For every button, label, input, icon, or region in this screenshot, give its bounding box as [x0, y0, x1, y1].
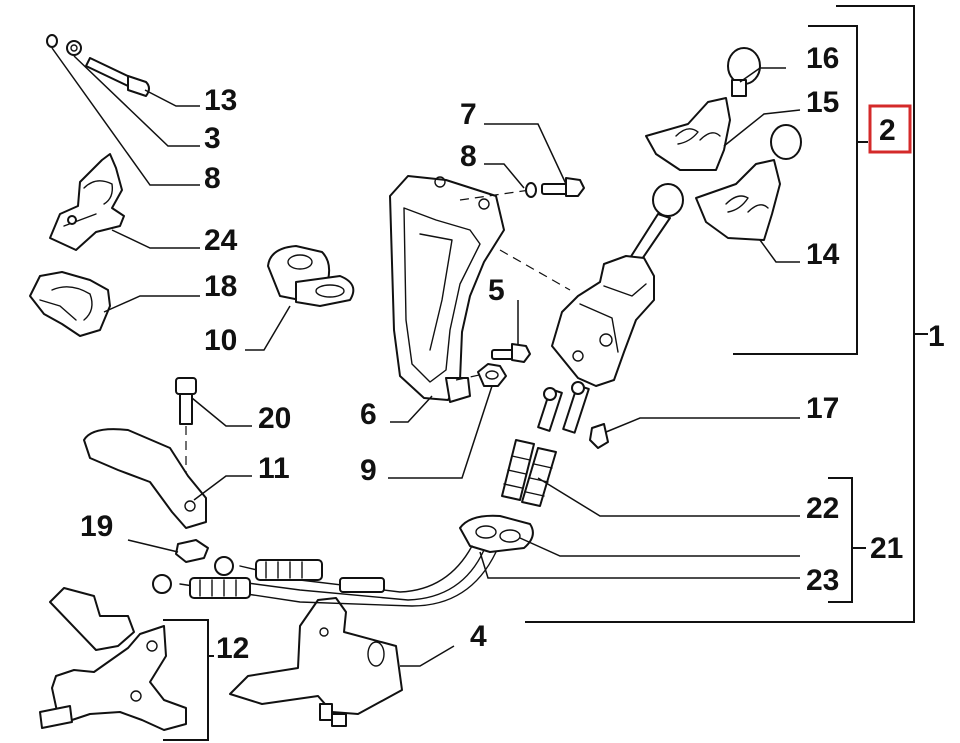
- callout-9: 9: [360, 454, 377, 487]
- callout-1: 1: [928, 320, 945, 353]
- part-5-bolt: [491, 343, 531, 363]
- callout-16: 16: [806, 42, 839, 75]
- part-17-clip: [589, 423, 609, 449]
- part-19-nut: [175, 539, 209, 563]
- callout-21: 21: [870, 532, 903, 565]
- part-14-boot: [695, 124, 802, 241]
- callout-6: 6: [360, 398, 377, 431]
- callout-24: 24: [204, 224, 238, 257]
- part-4-support: [229, 597, 403, 727]
- callout-2[interactable]: 2: [879, 114, 896, 147]
- callout-8a: 8: [460, 140, 477, 173]
- callout-12: 12: [216, 632, 249, 665]
- part-12-shift-bracket: [39, 587, 187, 731]
- callout-4: 4: [470, 620, 487, 653]
- callout-20: 20: [258, 402, 291, 435]
- leader-lines: [51, 47, 801, 667]
- part-18-clip: [29, 271, 111, 337]
- part-24-clip: [49, 153, 125, 251]
- bracket-group-2: [733, 25, 868, 355]
- callout-17: 17: [806, 392, 839, 425]
- part-11-lever: [83, 428, 207, 529]
- callout-18: 18: [204, 270, 237, 303]
- part-7-bolt: [541, 177, 585, 197]
- callout-10: 10: [204, 324, 237, 357]
- bracket-group-21: [828, 477, 866, 603]
- callout-22: 22: [806, 492, 839, 525]
- part-1-gear-lever-assembly: [551, 183, 684, 387]
- callout-19: 19: [80, 510, 113, 543]
- callout-5: 5: [488, 274, 505, 307]
- callout-13: 13: [204, 84, 237, 117]
- highlight-box-2[interactable]: [868, 104, 912, 154]
- part-15-boot: [645, 97, 731, 171]
- callout-11: 11: [258, 452, 290, 485]
- part-21-cable-set: [152, 381, 590, 607]
- callout-labels: 1 2 3 4 5 6 7 8 8 9 10 11 12 13 14 15 16…: [80, 42, 945, 665]
- part-8-washer: [525, 182, 537, 198]
- bracket-group-12: [163, 619, 214, 741]
- part-13-bolt: [46, 34, 150, 97]
- callout-23: 23: [806, 564, 839, 597]
- alignment-line: [459, 189, 531, 201]
- callout-8b: 8: [204, 162, 221, 195]
- part-16-knob: [727, 47, 761, 97]
- part-9-nut: [477, 363, 507, 387]
- part-6-housing: [389, 175, 505, 403]
- alignment-line: [499, 249, 571, 291]
- bracket-assembly-1: [525, 5, 928, 623]
- part-10-grommet: [267, 245, 355, 307]
- callout-3: 3: [204, 122, 221, 155]
- callout-7: 7: [460, 98, 477, 131]
- callout-15: 15: [806, 86, 839, 119]
- callout-14: 14: [806, 238, 840, 271]
